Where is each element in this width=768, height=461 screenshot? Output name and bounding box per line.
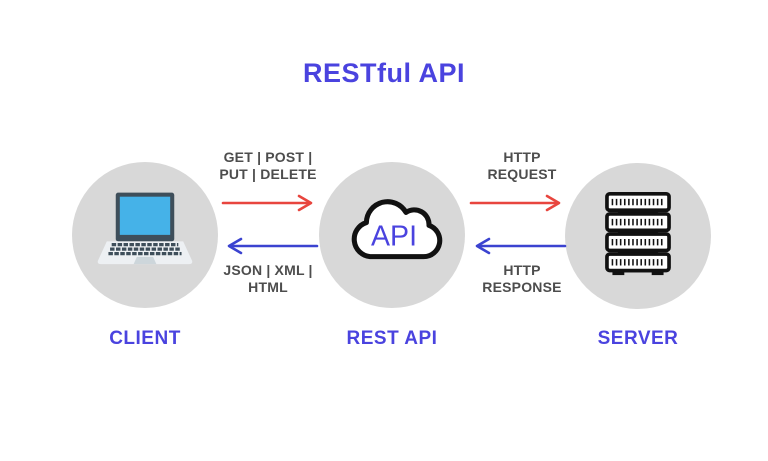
cloud-icon: API [351,199,443,260]
response-formats-arrow-icon [227,237,319,255]
request-methods-line1: GET | POST | [223,149,313,165]
request-methods-label: GET | POST | PUT | DELETE [198,149,338,183]
http-response-arrow-icon [475,237,567,255]
request-methods-line2: PUT | DELETE [219,166,317,182]
response-formats-line2: HTML [248,279,288,295]
request-methods-arrow-icon [221,194,313,212]
http-response-label: HTTP RESPONSE [452,262,592,296]
cloud-api-text: API [371,221,417,253]
server-icon [605,192,671,276]
http-request-line2: REQUEST [487,166,557,182]
response-formats-line1: JSON | XML | [223,262,313,278]
rest-api-label: REST API [346,328,438,349]
http-request-label: HTTP REQUEST [452,149,592,183]
http-response-line2: RESPONSE [482,279,562,295]
http-request-arrow-icon [469,194,561,212]
laptop-icon [97,192,193,265]
client-label: CLIENT [109,328,181,349]
diagram-title: RESTful API [302,58,465,88]
server-label: SERVER [597,328,679,349]
response-formats-label: JSON | XML | HTML [198,262,338,296]
http-response-line1: HTTP [503,262,541,278]
http-request-line1: HTTP [503,149,541,165]
